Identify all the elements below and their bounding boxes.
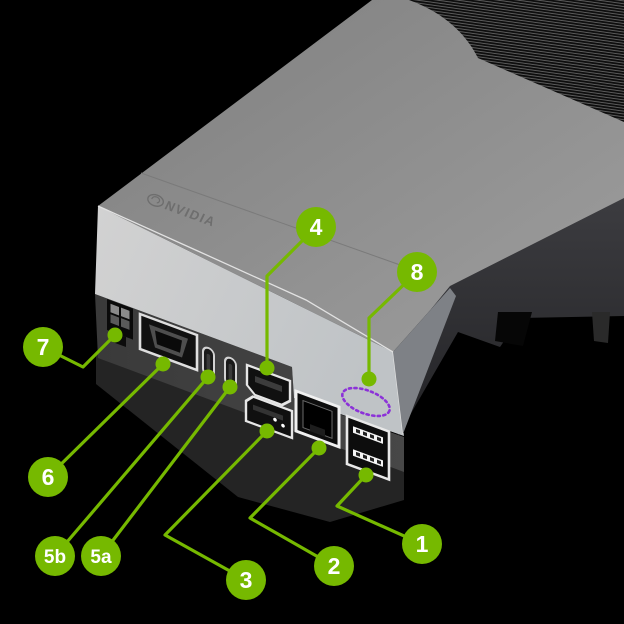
base-band	[96, 352, 404, 522]
callout-line-1	[335, 473, 424, 546]
callout-dot-2	[311, 440, 327, 456]
nvidia-eye-icon	[147, 193, 165, 207]
callout-line-5a	[99, 385, 232, 558]
callout-badge-7: 7	[23, 327, 63, 367]
right-face-sliver	[393, 288, 456, 434]
callout-label-5a: 5a	[90, 547, 112, 568]
callout-label-8: 8	[411, 259, 424, 285]
right-side-notch	[495, 312, 532, 346]
heatsink-vents	[409, 0, 624, 122]
callout-label-7: 7	[37, 334, 50, 360]
usb-a-stacked-ports	[345, 414, 391, 482]
annotations: 1 2 3 4 5a 5b 6 7	[23, 207, 442, 600]
callout-dot-3	[259, 423, 275, 439]
callout-badge-6: 6	[28, 457, 68, 497]
callout-dot-1	[358, 467, 374, 483]
callout-label-6: 6	[42, 464, 55, 490]
callout-line-2	[248, 446, 336, 568]
callout-badge-4: 4	[296, 207, 336, 247]
callout-label-4: 4	[310, 214, 323, 240]
callout-label-1: 1	[416, 531, 429, 557]
large-rectangular-port	[138, 312, 199, 372]
callout-dot-5a	[222, 379, 238, 395]
callout-label-3: 3	[240, 567, 253, 593]
callout-dot-8	[361, 371, 377, 387]
rear-foot	[592, 312, 610, 343]
callout-badge-1: 1	[402, 524, 442, 564]
callout-dot-6	[155, 356, 171, 372]
hdmi-port	[245, 363, 292, 407]
callout-line-3	[163, 429, 269, 582]
callout-dot-4	[259, 360, 275, 376]
callout-line-8	[367, 270, 419, 381]
usb-c-port-left	[202, 346, 215, 378]
callout-label-5b: 5b	[44, 547, 66, 568]
ethernet-port	[294, 388, 341, 449]
callout-badge-3: 3	[226, 560, 266, 600]
device: NVIDIA	[95, 0, 624, 522]
callout-line-6	[46, 362, 165, 479]
top-face	[98, 0, 624, 352]
callout-label-2: 2	[328, 553, 341, 579]
callout-dot-5b	[200, 369, 216, 385]
callout-line-5b	[53, 375, 210, 558]
callout-line-4	[265, 225, 318, 370]
top-seam	[140, 172, 435, 278]
callout-badge-8: 8	[397, 252, 437, 292]
callout-badge-5b: 5b	[35, 536, 75, 576]
callout-badge-5a: 5a	[81, 536, 121, 576]
callout-dot-7	[107, 327, 123, 343]
hidden-feature-marker	[340, 386, 392, 418]
callout-badge-2: 2	[314, 546, 354, 586]
front-face	[95, 206, 404, 436]
